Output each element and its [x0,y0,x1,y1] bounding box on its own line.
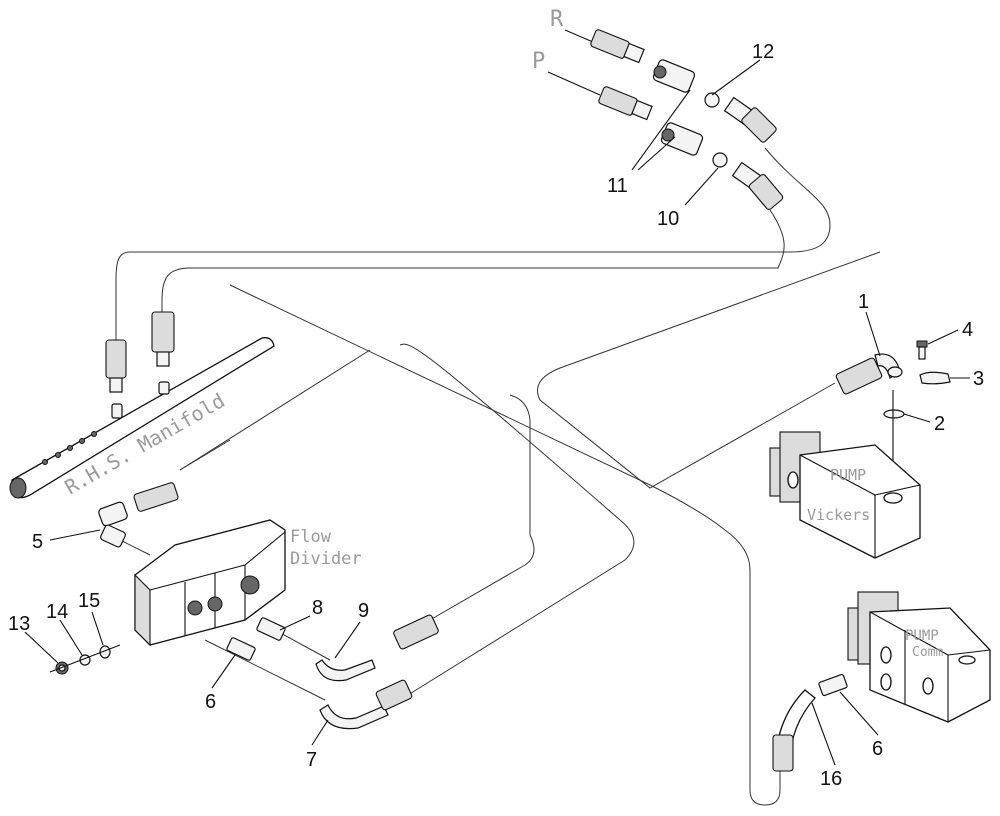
seal-10 [712,152,728,168]
flow-divider: Flow Divider [134,519,362,647]
rhs-manifold: R.H.S. Manifold [9,311,275,499]
label-item-10: 10 [657,208,679,230]
label-item-11: 11 [607,175,628,197]
pump-vickers: PUMP Vickers [769,431,921,559]
pressure-hose-fitting [731,161,784,211]
manifold-port-left [105,339,127,419]
hose-manifold-link [179,349,371,471]
hose-flow-divider-feed [399,343,635,701]
hose-r-line [115,147,831,340]
elbow-1 [835,353,903,395]
fitting-16-hose [772,689,816,772]
return-hose-fitting [723,96,777,143]
hose-p-line [161,209,785,315]
label-item-3: 3 [973,368,984,390]
pump-vickers-label-1: PUMP [830,466,866,484]
leader-lines [24,311,970,766]
label-item-4: 4 [962,319,973,341]
hose-pump-return [229,284,781,806]
label-item-6-divider: 6 [205,691,216,713]
return-port-label: R [550,7,564,32]
label-item-15: 15 [78,590,100,612]
label-item-16: 16 [820,768,842,790]
label-item-5: 5 [32,531,43,553]
adaptor-8 [256,617,286,641]
hose-item8-to-9 [274,629,331,661]
pressure-return-assembly: R P [532,7,784,211]
label-item-8: 8 [312,597,323,619]
adaptor-11-lower [660,122,704,156]
label-item-9: 9 [358,600,369,622]
elbow-7 [319,679,413,730]
hose-routes [115,147,881,806]
label-item-14: 14 [46,601,68,623]
seal-12 [704,92,720,108]
hose-divider-inlet [119,539,151,556]
o-ring-2 [883,409,905,419]
adaptor-11-upper [652,59,696,93]
manifold-port-right [151,311,175,395]
elbow-9 [315,614,439,682]
label-item-6-pump: 6 [872,738,883,760]
pump-comm-label-2: Comm [912,645,943,660]
flow-divider-label-1: Flow [290,527,332,547]
hose-vickers-supply [537,251,881,489]
hose-manifold-to-vickers [179,439,231,471]
return-hose-end [590,29,645,64]
hose-divider-outlet [204,639,326,701]
label-item-12: 12 [752,41,774,63]
label-item-2: 2 [934,413,945,435]
item-numbers: 1 2 3 4 5 6 6 7 8 9 10 11 12 13 14 15 16 [8,41,984,790]
pressure-port-label: P [532,49,545,74]
label-item-13: 13 [8,613,30,635]
hose-item9-route [429,394,535,621]
pump-vickers-label-2: Vickers [807,506,870,524]
pump-comm: PUMP Comm [847,591,991,723]
pump-comm-label-1: PUMP [905,628,939,644]
label-item-1: 1 [858,291,869,313]
adaptor-6-pump [818,673,848,697]
adaptor-6-divider [226,637,256,661]
hardware-13-15 [49,644,121,675]
bolt-4 [916,340,928,360]
label-item-7: 7 [306,749,317,771]
clamp-3 [919,371,951,385]
elbow-5 [98,482,179,548]
flow-divider-label-2: Divider [290,549,362,569]
pressure-hose-end [598,86,653,121]
